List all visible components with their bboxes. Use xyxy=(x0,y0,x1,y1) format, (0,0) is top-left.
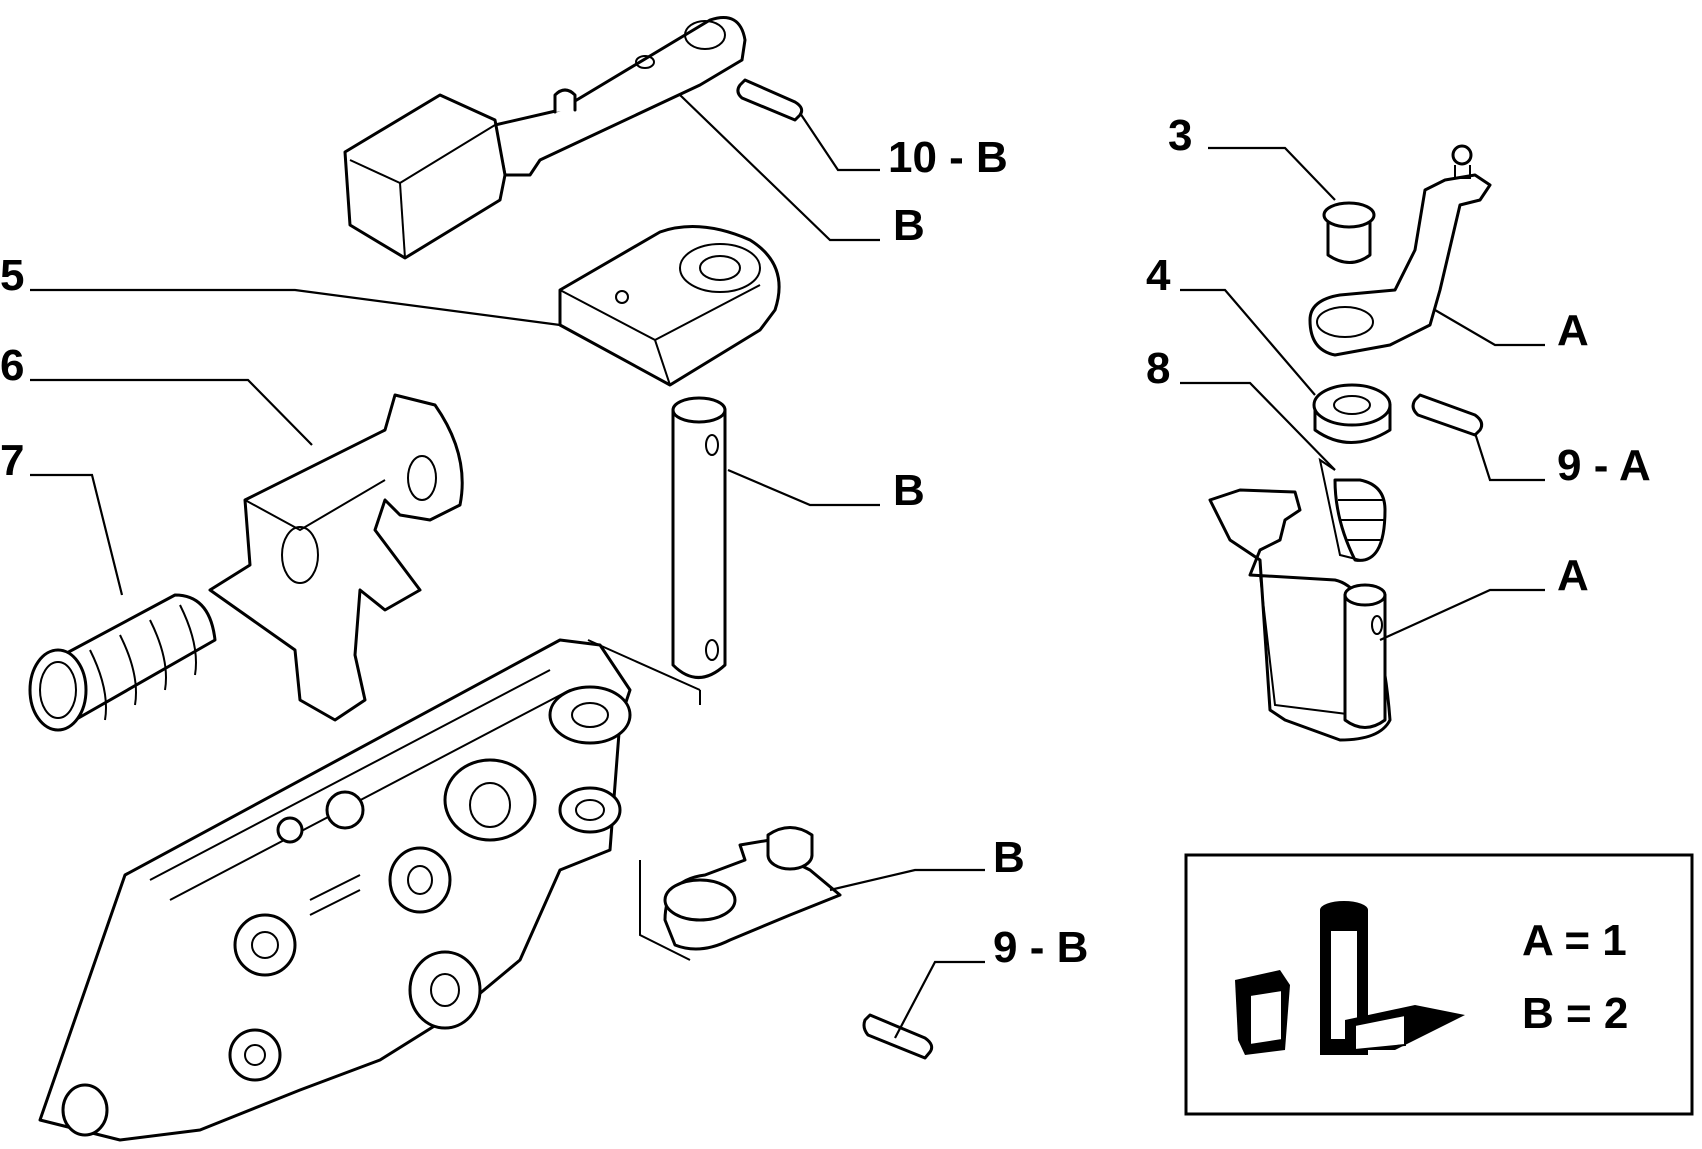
bracket-a-lower xyxy=(1208,488,1392,742)
leader-7 xyxy=(30,473,124,596)
lever-a-upper xyxy=(1308,144,1492,357)
callout-b-lower: B xyxy=(993,833,1025,882)
leader-b-arm xyxy=(679,94,880,242)
leader-5 xyxy=(30,288,561,327)
callout-8: 8 xyxy=(1146,344,1170,393)
gearbox-housing xyxy=(38,638,632,1142)
leader-b-lower xyxy=(829,868,985,892)
spring-8 xyxy=(1318,457,1387,562)
callout-7: 7 xyxy=(0,436,24,485)
leader-9b xyxy=(894,960,985,1039)
callout-6: 6 xyxy=(0,341,24,390)
callout-9b: 9 - B xyxy=(993,923,1088,972)
leader-6 xyxy=(30,378,313,446)
quantity-legend: A = 1 B = 2 xyxy=(1184,853,1694,1116)
leader-a-lever xyxy=(1434,309,1545,347)
callout-10b: 10 - B xyxy=(888,133,1008,182)
leader-10b xyxy=(799,112,880,172)
roll-pin-9a xyxy=(1411,393,1484,437)
callout-labels: 10 - B B 3 5 4 A 6 8 B 9 - A 7 A B 9 - B xyxy=(0,111,1651,972)
roll-pin-10 xyxy=(736,78,804,122)
callout-3: 3 xyxy=(1168,111,1192,160)
callout-9a: 9 - A xyxy=(1557,441,1651,490)
plug-3 xyxy=(1322,201,1376,264)
bushing-4 xyxy=(1312,383,1392,444)
guide-block-5 xyxy=(558,225,781,387)
vertical-pin xyxy=(587,396,727,705)
callout-5: 5 xyxy=(0,251,24,300)
spring-7 xyxy=(28,593,217,732)
callout-b-pin: B xyxy=(893,466,925,515)
bracket-6 xyxy=(208,393,464,722)
leader-a-bracket xyxy=(1379,588,1545,642)
legend-line-a: A = 1 xyxy=(1522,916,1627,965)
lower-selector-arm xyxy=(639,826,842,961)
leader-b-pin xyxy=(727,468,880,507)
callout-b-arm: B xyxy=(893,201,925,250)
legend-line-b: B = 2 xyxy=(1522,989,1628,1038)
callout-a-lever: A xyxy=(1557,306,1589,355)
leader-lines xyxy=(30,94,1545,1039)
selector-arm-with-weight xyxy=(343,16,747,260)
callout-4: 4 xyxy=(1146,251,1171,300)
parts-kit-icon xyxy=(1235,901,1465,1055)
leader-4 xyxy=(1180,288,1316,396)
leader-9a xyxy=(1473,432,1545,482)
callout-a-bracket: A xyxy=(1557,551,1589,600)
leader-3 xyxy=(1208,146,1336,201)
roll-pin-9b xyxy=(862,1013,934,1060)
leader-8 xyxy=(1180,381,1336,471)
